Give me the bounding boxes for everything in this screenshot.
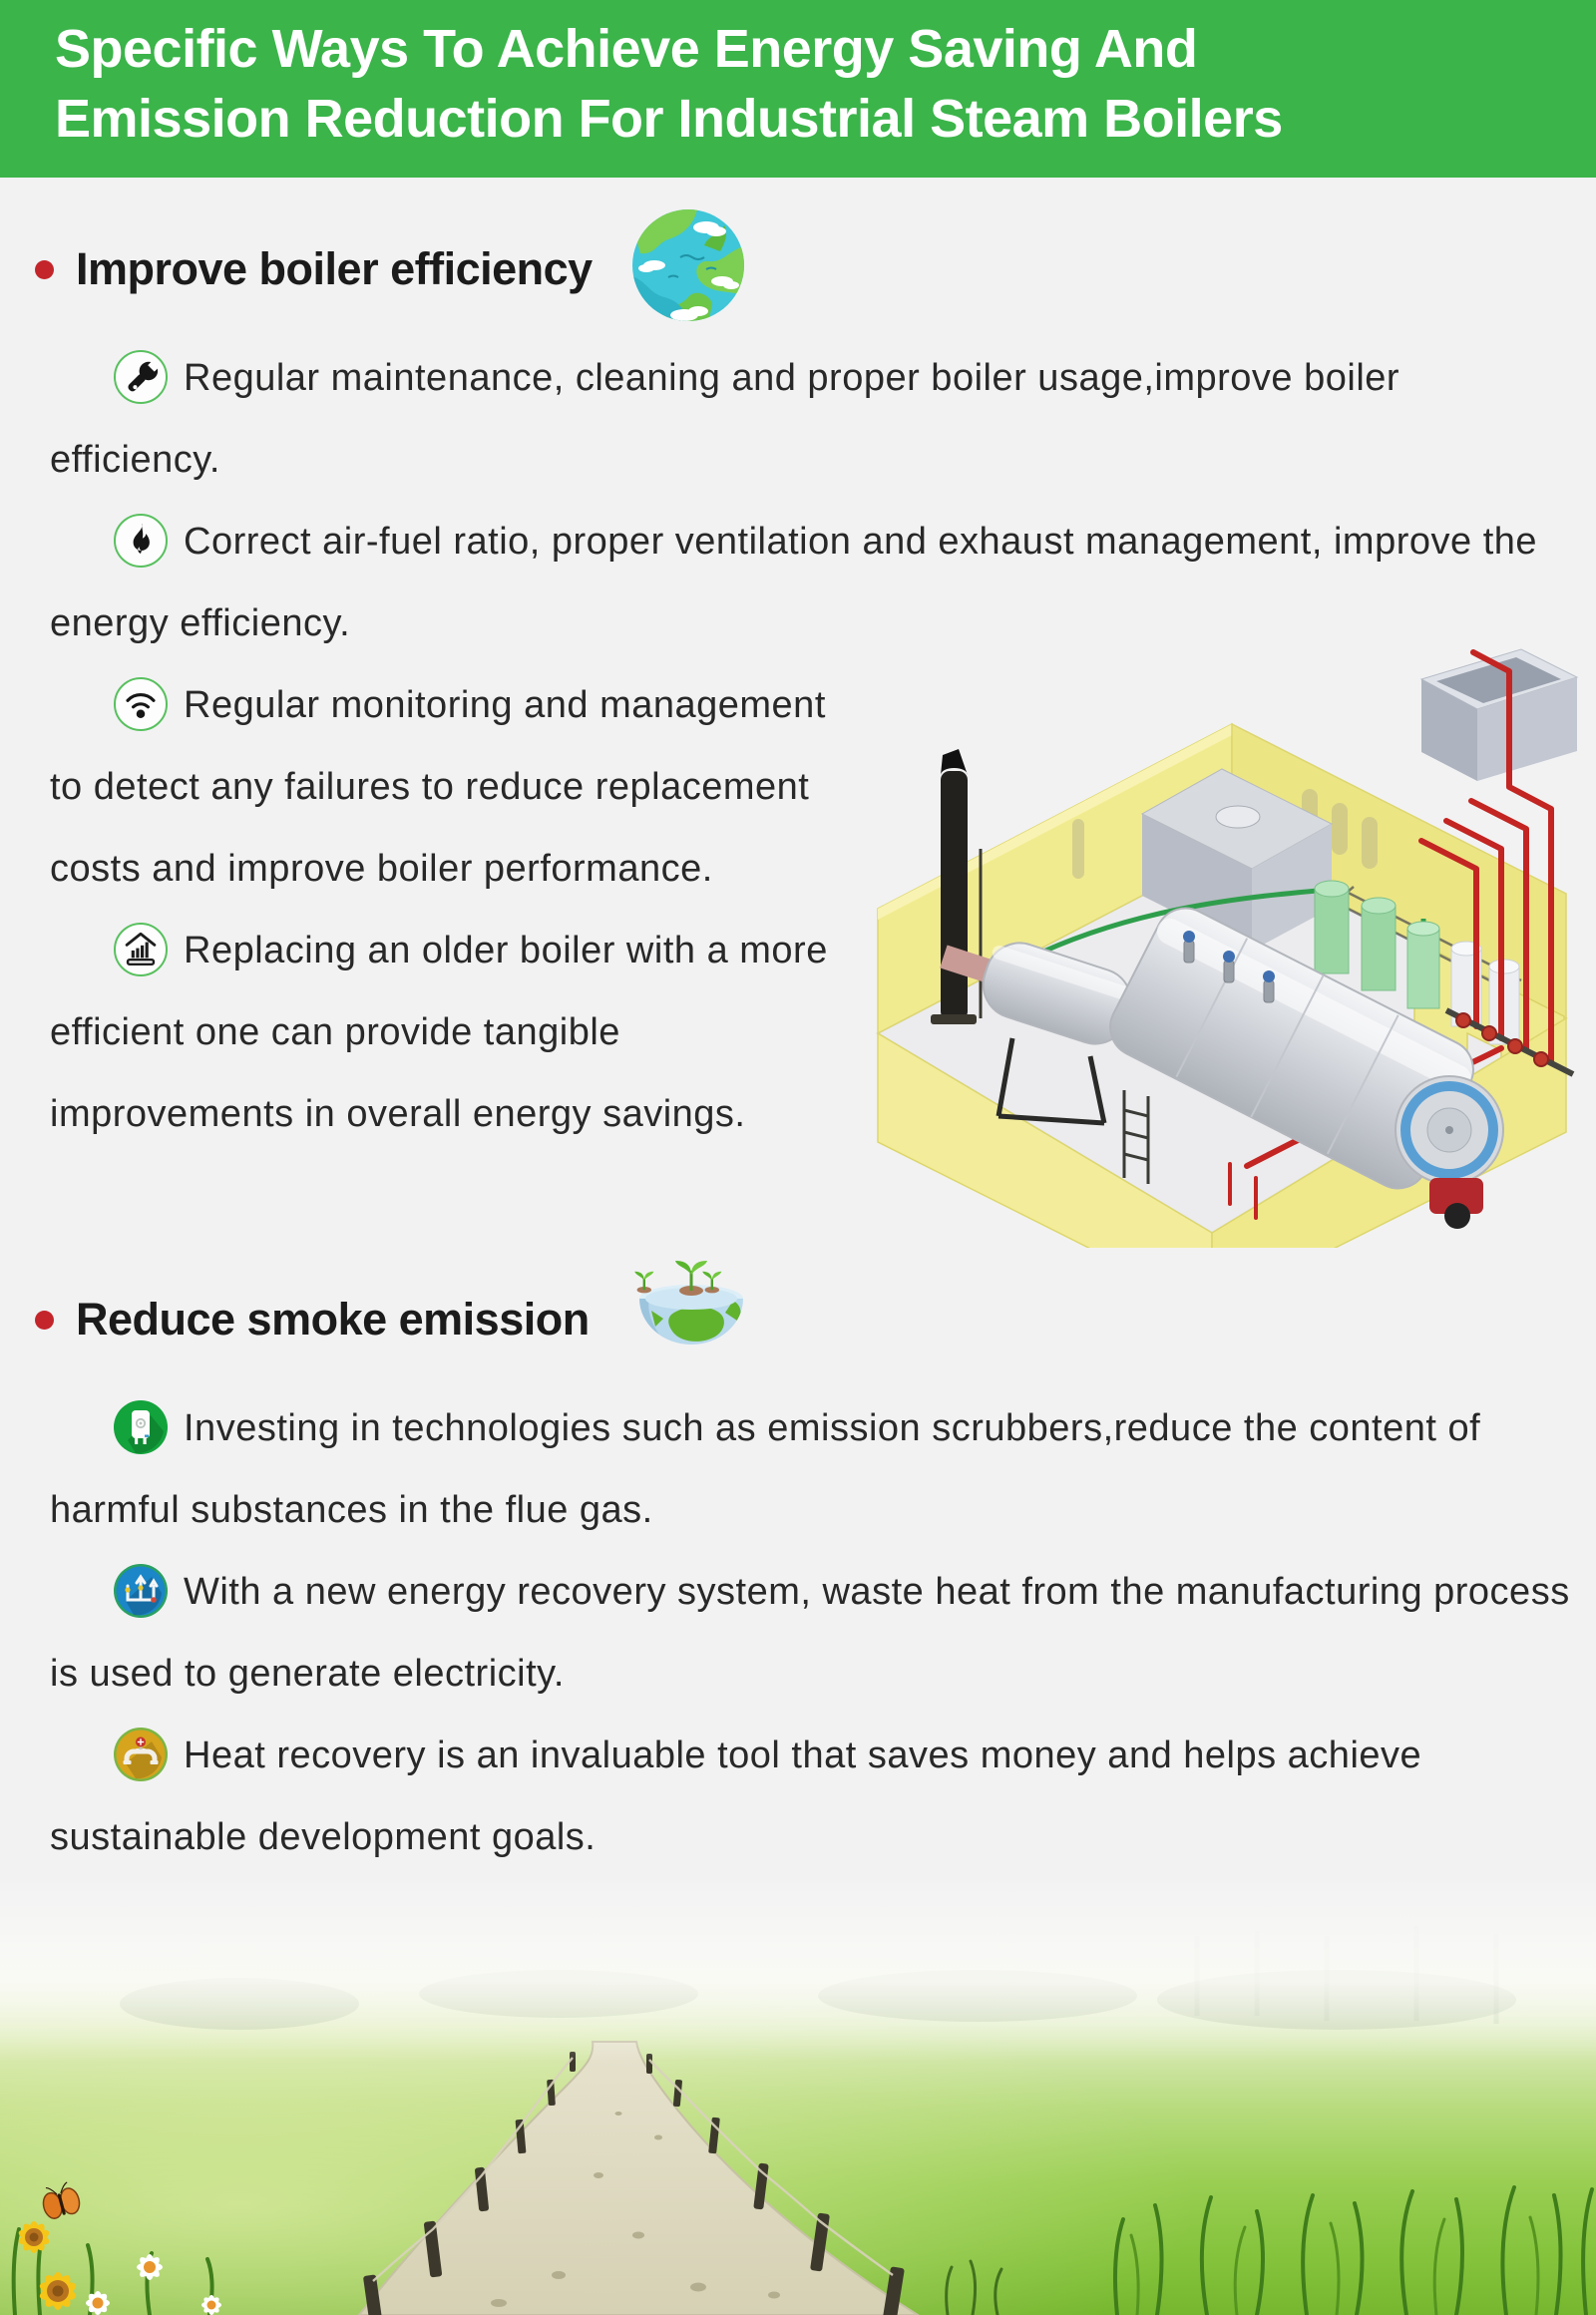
page-title-line2: Emission Reduction For Industrial Steam … [55, 89, 1283, 149]
bullet-text: Replacing an older boiler with a more ef… [50, 930, 828, 1135]
content-area: Improve boiler efficiency [0, 207, 1596, 1878]
heat-recovery-valve-icon [114, 1728, 168, 1781]
bullet-text: Regular maintenance, cleaning and proper… [50, 357, 1400, 481]
section-heading-row: Reduce smoke emission [35, 1258, 1581, 1381]
bullet-item: Regular monitoring and management to det… [50, 664, 1581, 910]
bullet-item: Correct air-fuel ratio, proper ventilati… [50, 501, 1581, 664]
boiler-upgrade-icon [114, 923, 168, 976]
section-improve-boiler-efficiency: Improve boiler efficiency [35, 207, 1581, 1312]
meadow-path-photo [0, 1876, 1596, 2315]
earth-plant-icon [625, 1257, 757, 1379]
bullet-text: Heat recovery is an invaluable tool that… [50, 1735, 1422, 1858]
wrench-icon [114, 350, 168, 404]
bullet-item: Investing in technologies such as emissi… [50, 1387, 1581, 1551]
monitoring-signal-icon [114, 677, 168, 731]
bullet-item: With a new energy recovery system, waste… [50, 1551, 1581, 1715]
bullet-text: Regular monitoring and management to det… [50, 684, 826, 890]
red-bullet-dot [35, 259, 54, 279]
red-bullet-dot [35, 1310, 54, 1330]
section-heading: Improve boiler efficiency [76, 243, 593, 294]
bullet-text: Correct air-fuel ratio, proper ventilati… [50, 521, 1538, 644]
section-heading-row: Improve boiler efficiency [35, 207, 1581, 331]
section-reduce-smoke-emission: Reduce smoke emission [35, 1258, 1581, 1878]
bullet-item: Replacing an older boiler with a more ef… [50, 910, 1581, 1155]
bullet-item: Regular maintenance, cleaning and proper… [50, 337, 1581, 501]
section-heading: Reduce smoke emission [76, 1294, 590, 1345]
flame-icon [114, 514, 168, 568]
energy-recovery-icon [114, 1564, 168, 1618]
header-banner: Specific Ways To Achieve Energy Saving A… [0, 0, 1596, 178]
bullet-text: With a new energy recovery system, waste… [50, 1571, 1570, 1695]
boiler-room-illustration [863, 619, 1581, 1312]
bullet-item: Heat recovery is an invaluable tool that… [50, 1715, 1581, 1878]
page-title-line1: Specific Ways To Achieve Energy Saving A… [55, 19, 1198, 79]
earth-icon [628, 205, 748, 330]
bullet-text: Investing in technologies such as emissi… [50, 1407, 1481, 1531]
emission-scrubber-icon [114, 1400, 168, 1454]
